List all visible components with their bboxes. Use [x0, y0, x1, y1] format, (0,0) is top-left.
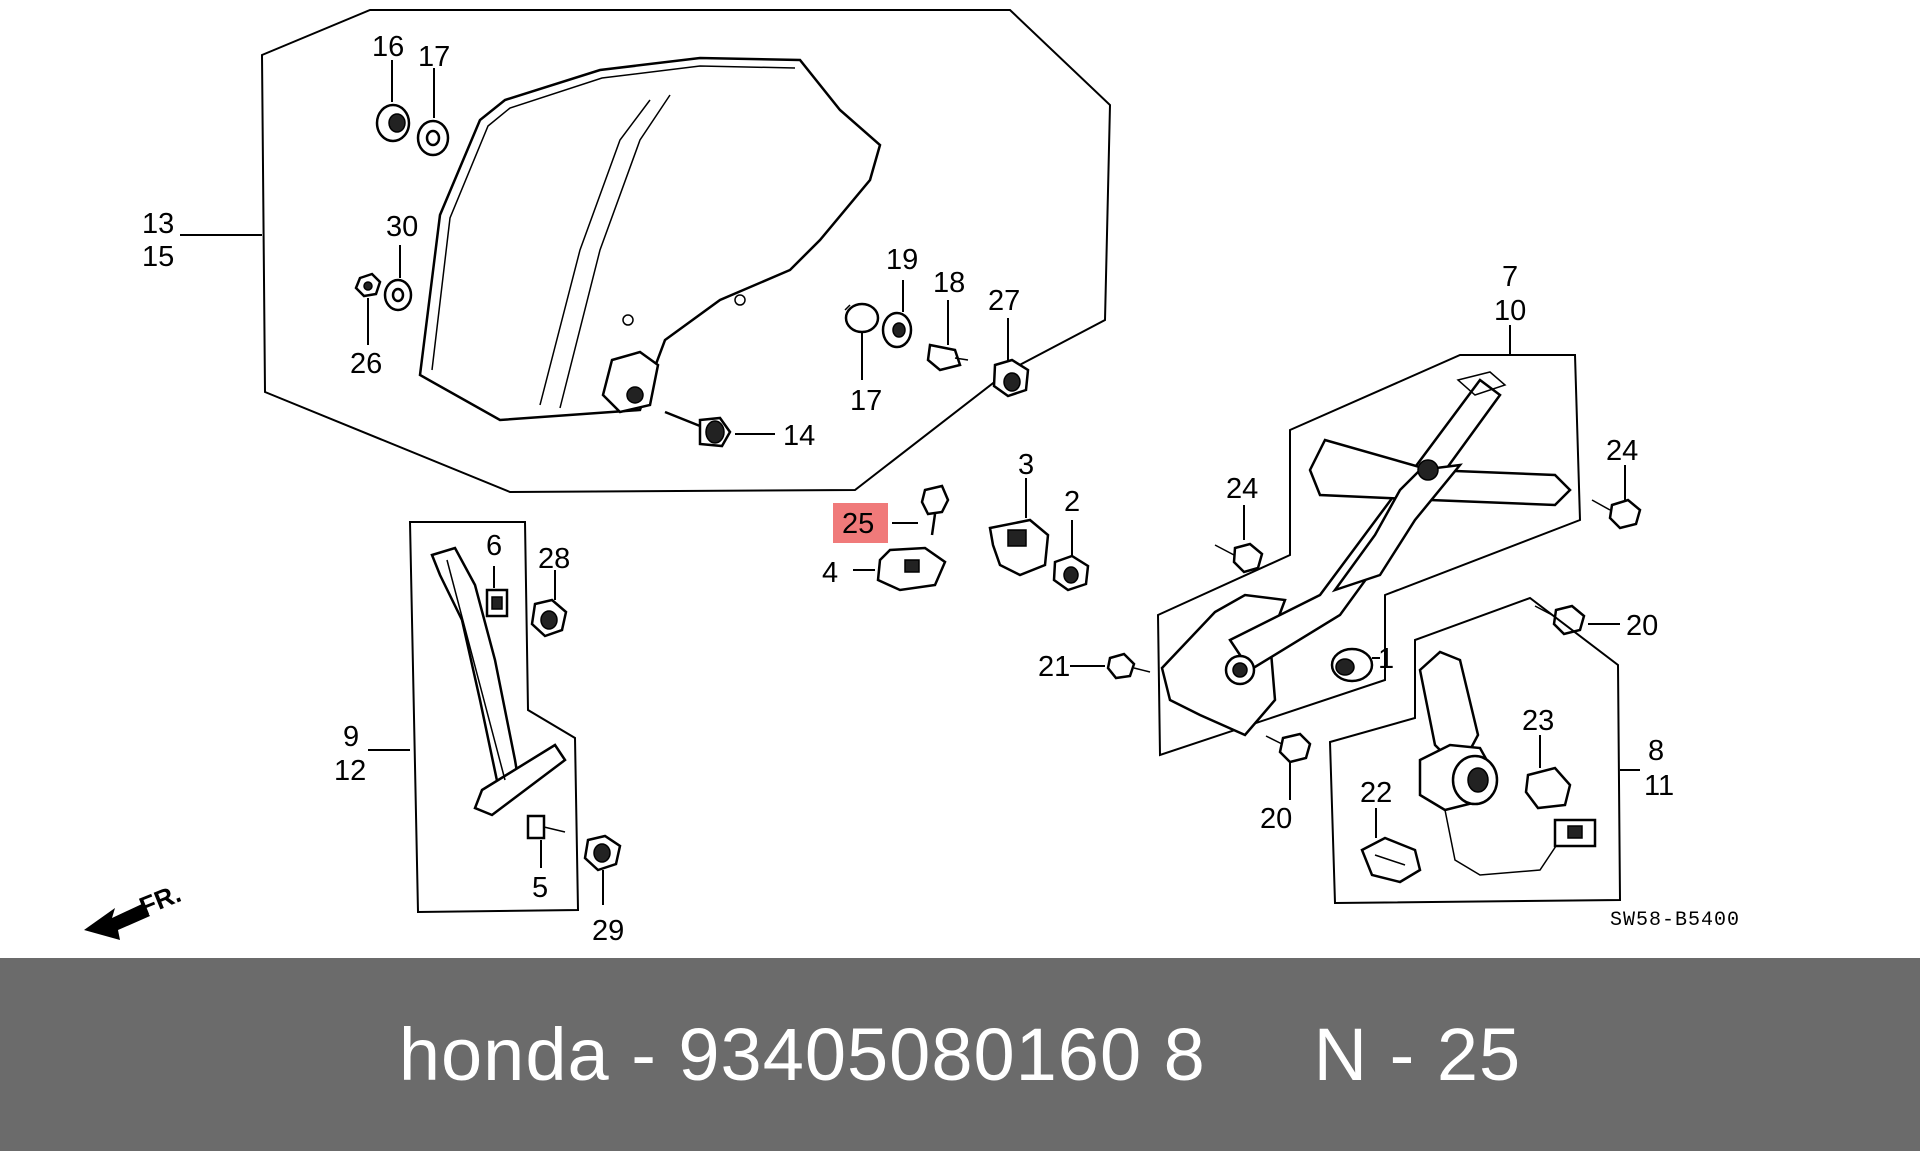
callout-4: 4: [822, 557, 838, 589]
part-2-nut: [1052, 554, 1090, 592]
callout-16: 16: [372, 31, 404, 63]
callout-5: 5: [532, 872, 548, 904]
callout-3: 3: [1018, 449, 1034, 481]
callout-17-right: 17: [850, 385, 882, 417]
part-25-bolt: [920, 484, 950, 536]
callout-17-top: 17: [418, 41, 450, 73]
callout-28: 28: [538, 543, 570, 575]
diagram-code: SW58-B5400: [1610, 909, 1740, 932]
part-4-bracket: [876, 546, 947, 592]
glass-group-outline: [260, 9, 1112, 494]
part-20-bolt-lower: [1265, 732, 1312, 764]
part-24-bolt-left: [1214, 542, 1264, 574]
part-23-grommet: [1524, 766, 1572, 810]
callout-20-lower: 20: [1260, 803, 1292, 835]
callout-12: 12: [334, 755, 366, 787]
callout-25-highlight: [833, 503, 888, 543]
callout-23: 23: [1522, 705, 1554, 737]
callout-6: 6: [486, 530, 502, 562]
part-30-washer: [383, 278, 413, 312]
part-5-bolt: [526, 814, 566, 840]
motor-group-outline: [1328, 596, 1622, 905]
run-channel: [430, 546, 567, 817]
caption-bar: honda - 93405080160 8 N - 25: [0, 958, 1920, 1151]
window-regulator: [1160, 371, 1572, 737]
part-21-bolt: [1106, 652, 1151, 680]
callout-20-upper: 20: [1626, 610, 1658, 642]
window-motor: [1418, 650, 1561, 876]
callout-11: 11: [1644, 770, 1674, 802]
callout-24-right: 24: [1606, 435, 1638, 467]
part-27-nut: [992, 358, 1030, 398]
callout-24-left: 24: [1226, 473, 1258, 505]
regulator-group-outline: [1156, 354, 1582, 757]
part-3-clip: [988, 518, 1050, 577]
channel-group-outline: [408, 521, 580, 914]
part-26-nut: [354, 272, 382, 298]
part-14-bolt: [664, 410, 732, 448]
callout-9: 9: [343, 721, 359, 753]
part-19-washer: [881, 311, 913, 349]
caption-text: honda - 93405080160 8 N - 25: [398, 1013, 1522, 1096]
callout-8: 8: [1648, 735, 1664, 767]
part-17-washer-right: [844, 302, 880, 334]
callout-18: 18: [933, 267, 965, 299]
callout-27: 27: [988, 285, 1020, 317]
part-16-nut: [375, 103, 411, 143]
part-24-bolt-right: [1591, 498, 1642, 530]
front-arrow-icon: [84, 904, 150, 940]
part-29-nut: [583, 834, 622, 872]
part-6-clip: [485, 588, 509, 618]
callout-7: 7: [1502, 261, 1518, 293]
callout-1: 1: [1378, 643, 1394, 675]
callout-26: 26: [350, 348, 382, 380]
callout-22: 22: [1360, 777, 1392, 809]
callout-15: 15: [142, 241, 174, 273]
callout-2: 2: [1064, 486, 1080, 518]
callout-10: 10: [1494, 295, 1526, 327]
callout-13: 13: [142, 208, 174, 240]
parts-diagram: 16 17 13 15 30 26 19 18 27 17 14 6 28 9 …: [84, 9, 1740, 947]
callout-21: 21: [1038, 651, 1070, 683]
part-1-roller: [1330, 647, 1374, 683]
part-22-clip: [1360, 836, 1422, 884]
callout-25: 25: [842, 508, 874, 540]
part-18-bolt: [926, 343, 969, 372]
callout-30: 30: [386, 211, 418, 243]
glass-holder: [601, 350, 660, 414]
part-17-washer-top: [416, 119, 450, 157]
motor-connector: [1553, 818, 1597, 848]
part-28-nut: [530, 598, 568, 638]
callout-19: 19: [886, 244, 918, 276]
callout-29: 29: [592, 915, 624, 947]
callout-14: 14: [783, 420, 815, 452]
